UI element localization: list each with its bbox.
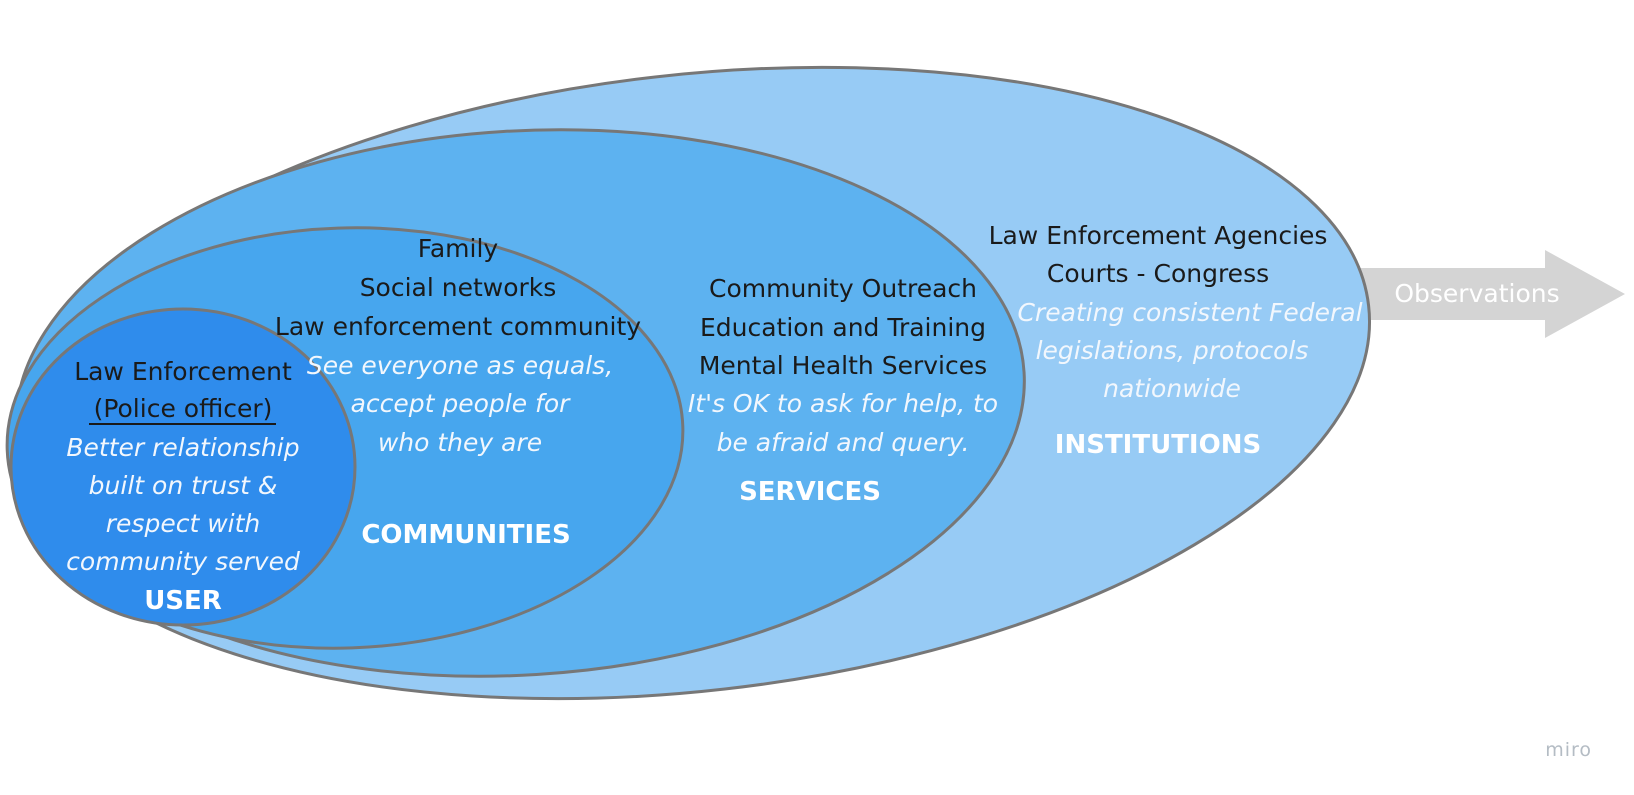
services-text-group: Community Outreach Education and Trainin… (688, 274, 998, 507)
miro-watermark: miro (1545, 739, 1592, 761)
institutions-italic-line: legislations, protocols (1036, 336, 1309, 365)
communities-text-group: Family Social networks Law enforcement c… (275, 234, 641, 550)
communities-italic-line: See everyone as equals, (307, 351, 613, 380)
institutions-line: Courts - Congress (1047, 259, 1269, 288)
user-italic-line: built on trust & (89, 471, 278, 500)
user-ellipse (9, 307, 357, 627)
services-line: Community Outreach (709, 274, 977, 303)
communities-italic-line: accept people for (351, 389, 572, 418)
arrow-shape (1300, 250, 1625, 338)
user-italic-line: respect with (106, 509, 260, 538)
institutions-line: Law Enforcement Agencies (989, 221, 1328, 250)
user-italic-line: Better relationship (66, 433, 299, 462)
communities-label: COMMUNITIES (361, 520, 570, 550)
communities-line: Law enforcement community (275, 312, 641, 341)
user-italic-line: community served (66, 547, 300, 576)
institutions-italic-line: nationwide (1103, 374, 1241, 403)
institutions-italic-line: Creating consistent Federal (1017, 298, 1362, 327)
communities-line: Family (418, 234, 499, 263)
observations-arrow (1300, 250, 1625, 338)
user-underlined-line: (Police officer) (94, 394, 273, 423)
user-line: Law Enforcement (74, 357, 292, 386)
institutions-text-group: Law Enforcement Agencies Courts - Congre… (989, 221, 1363, 460)
user-text-group: Law Enforcement (Police officer) Better … (66, 357, 300, 616)
communities-line: Social networks (360, 273, 557, 302)
observations-label: Observations (1394, 279, 1559, 308)
services-italic-line: be afraid and query. (717, 428, 970, 457)
services-label: SERVICES (739, 477, 881, 507)
user-label: USER (144, 586, 222, 616)
institutions-label: INSTITUTIONS (1055, 430, 1261, 460)
communities-italic-line: who they are (378, 428, 542, 457)
services-line: Education and Training (700, 313, 986, 342)
services-italic-line: It's OK to ask for help, to (688, 389, 998, 418)
services-line: Mental Health Services (699, 351, 987, 380)
